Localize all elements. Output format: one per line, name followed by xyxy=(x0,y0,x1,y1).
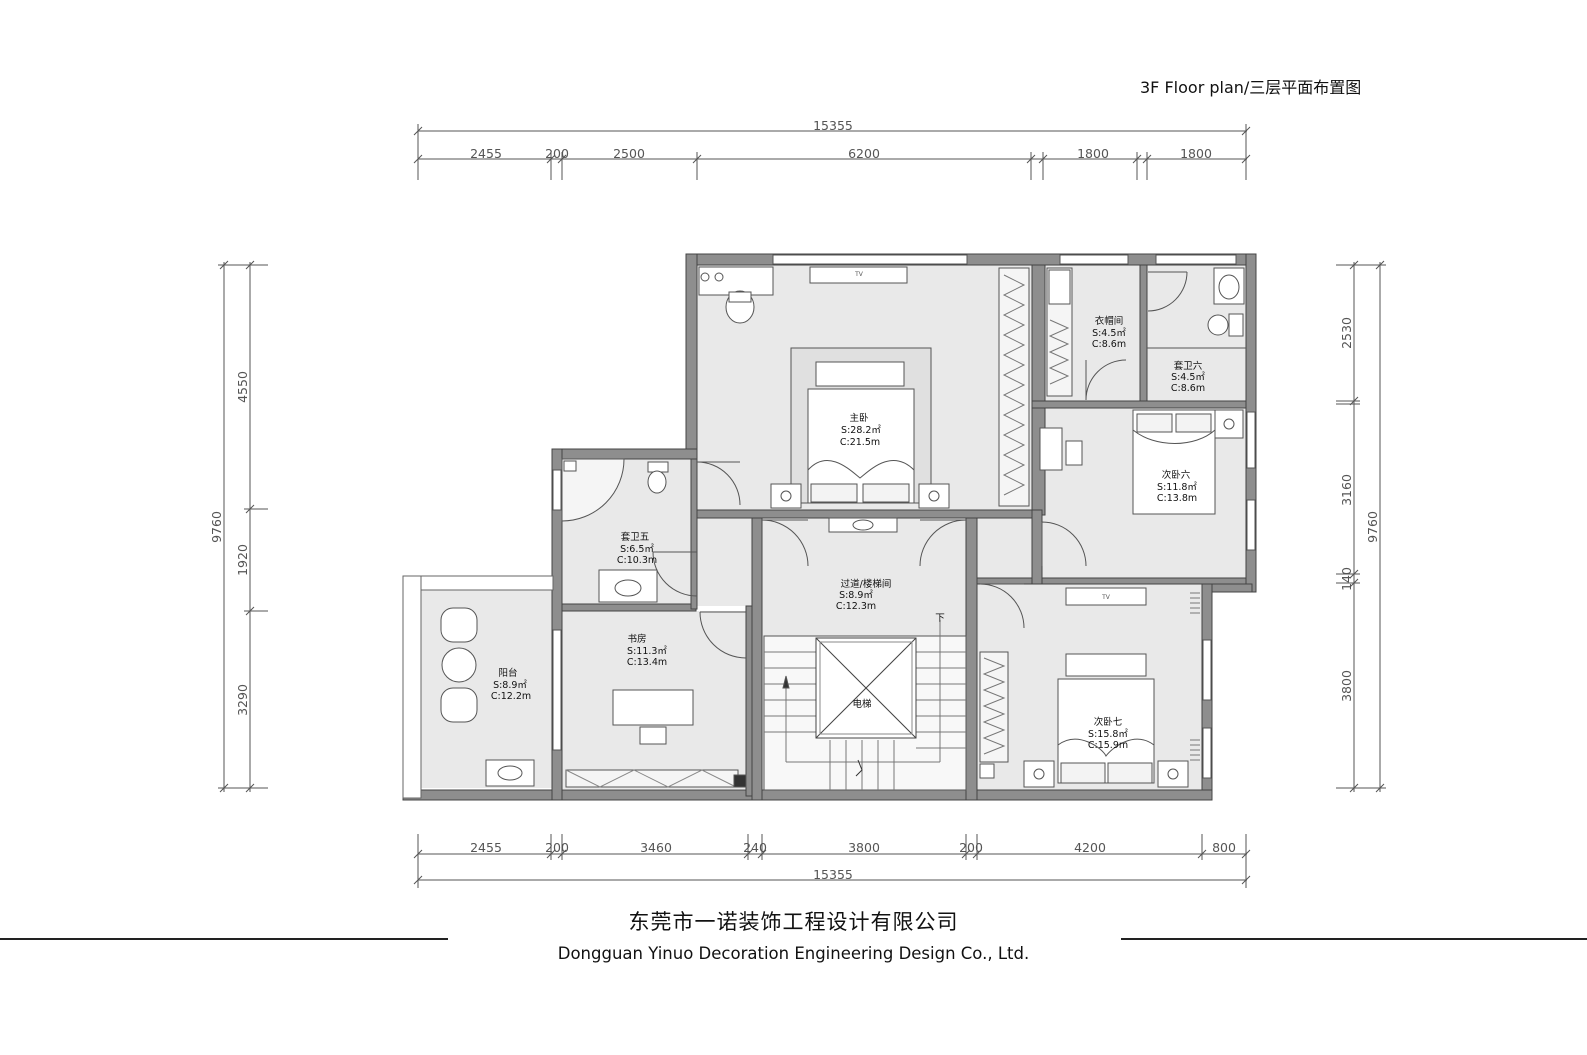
bed6-furniture xyxy=(1039,409,1244,515)
left-dim-1: 4550 xyxy=(235,371,250,403)
room-labels: 主卧 S:28.2㎡ C:21.5m 衣帽间 S:4.5㎡ C:8.6m 套卫六… xyxy=(491,271,1206,751)
room-closet-area: S:4.5㎡ xyxy=(1092,328,1126,339)
master-tv-label: TV xyxy=(854,271,864,278)
room-bed7-name: 次卧七 xyxy=(1094,716,1123,728)
bottom-dim-6: 200 xyxy=(959,840,983,855)
room-bath5-name: 套卫五 xyxy=(621,531,650,543)
room-bath5-perimeter: C:10.3m xyxy=(617,555,657,566)
top-dim-4: 6200 xyxy=(848,146,880,161)
top-dim-2: 200 xyxy=(545,146,569,161)
top-dim-5: 1800 xyxy=(1077,146,1109,161)
room-bed6-name: 次卧六 xyxy=(1162,469,1191,481)
top-dim-1: 2455 xyxy=(470,146,502,161)
room-study-area: S:11.3㎡ xyxy=(627,646,667,657)
room-bath6-perimeter: C:8.6m xyxy=(1171,383,1205,394)
room-study-name: 书房 xyxy=(627,633,646,645)
room-master-name: 主卧 xyxy=(849,412,869,424)
left-dim-3: 3290 xyxy=(235,684,250,716)
room-hall-area: S:8.9㎡ xyxy=(839,590,873,601)
doors xyxy=(652,271,1188,659)
room-bath6-area: S:4.5㎡ xyxy=(1171,372,1205,383)
bed7-tv-label: TV xyxy=(1101,594,1111,601)
closet-furniture xyxy=(1046,267,1073,397)
left-total-dim: 9760 xyxy=(209,511,224,543)
room-master-area: S:28.2㎡ xyxy=(841,425,881,436)
master-bedroom-furniture xyxy=(698,266,1030,509)
stair-elevator xyxy=(763,517,967,791)
bottom-dim-4: 240 xyxy=(743,840,767,855)
room-bed7-area: S:15.8㎡ xyxy=(1088,729,1128,740)
left-dimensions xyxy=(218,260,268,793)
room-bed6-perimeter: C:13.8m xyxy=(1157,493,1197,504)
stair-down-label: 下 xyxy=(935,613,945,624)
room-hall-name: 过道/楼梯间 xyxy=(841,578,892,590)
right-dim-3: 140 xyxy=(1339,567,1354,591)
room-balcony-area: S:8.9㎡ xyxy=(493,680,527,691)
room-bath5-area: S:6.5㎡ xyxy=(620,544,654,555)
windows xyxy=(402,254,1256,799)
footer-rule-left xyxy=(0,938,448,940)
bottom-dim-2: 200 xyxy=(545,840,569,855)
bottom-dim-8: 800 xyxy=(1212,840,1236,855)
room-bath6-name: 套卫六 xyxy=(1174,360,1203,372)
left-dim-2: 1920 xyxy=(235,544,250,576)
room-closet-name: 衣帽间 xyxy=(1095,315,1124,327)
top-total-dim: 15355 xyxy=(813,118,853,133)
bottom-dimensions xyxy=(413,834,1251,888)
company-name-en: Dongguan Yinuo Decoration Engineering De… xyxy=(557,944,1030,963)
study-furniture xyxy=(565,689,747,788)
room-hall-perimeter: C:12.3m xyxy=(836,601,876,612)
footer-rule-right xyxy=(1121,938,1587,940)
bed7-furniture xyxy=(979,587,1200,788)
top-dimensions xyxy=(413,124,1251,180)
room-elevator-name: 电梯 xyxy=(852,698,872,710)
right-dim-4: 3800 xyxy=(1339,670,1354,702)
room-study-perimeter: C:13.4m xyxy=(627,657,667,668)
room-master-perimeter: C:21.5m xyxy=(840,437,880,448)
top-dim-3: 2500 xyxy=(613,146,645,161)
bath6-fixtures xyxy=(1147,267,1246,349)
bottom-dim-3: 3460 xyxy=(640,840,672,855)
balcony-furniture xyxy=(440,607,535,787)
bath5-fixtures xyxy=(561,458,669,603)
right-total-dim: 9760 xyxy=(1365,511,1380,543)
room-balcony-perimeter: C:12.2m xyxy=(491,691,531,702)
plan-title: 3F Floor plan/三层平面布置图 xyxy=(1140,78,1362,97)
company-name-cn: 东莞市一诺装饰工程设计有限公司 xyxy=(628,910,959,934)
bottom-total-dim: 15355 xyxy=(813,867,853,882)
bottom-dim-7: 4200 xyxy=(1074,840,1106,855)
bottom-dim-1: 2455 xyxy=(470,840,502,855)
master-tv-cabinet xyxy=(809,266,908,284)
room-closet-perimeter: C:8.6m xyxy=(1092,339,1126,350)
top-dim-6: 1800 xyxy=(1180,146,1212,161)
bottom-dim-5: 3800 xyxy=(848,840,880,855)
right-dim-2: 3160 xyxy=(1339,474,1354,506)
room-balcony-name: 阳台 xyxy=(498,667,517,679)
right-dimensions xyxy=(1336,260,1386,793)
room-bed7-perimeter: C:15.9m xyxy=(1088,740,1128,751)
room-bed6-area: S:11.8㎡ xyxy=(1157,482,1197,493)
right-dim-1: 2530 xyxy=(1339,317,1354,349)
